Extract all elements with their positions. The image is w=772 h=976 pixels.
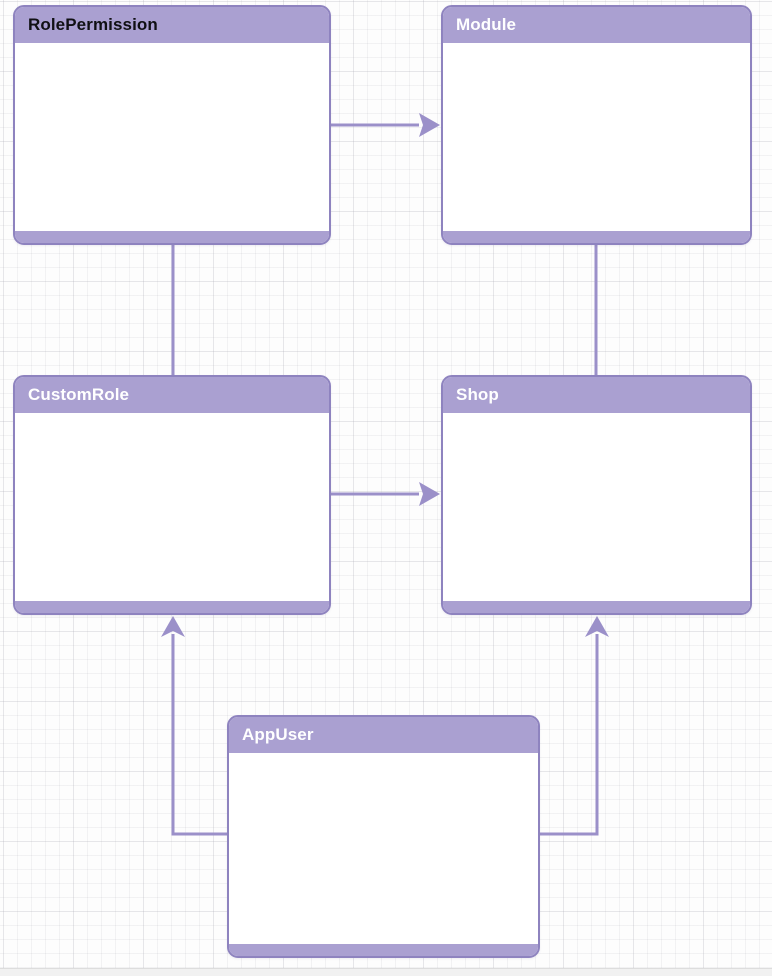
- entity-title-customrole: CustomRole: [15, 377, 329, 413]
- arrowhead-up-icon: [585, 616, 609, 637]
- entity-footer-module: [443, 231, 750, 243]
- edge-line: [540, 634, 599, 836]
- entity-title-appuser: AppUser: [229, 717, 538, 753]
- entity-body-appuser: [229, 753, 538, 944]
- entity-body-customrole: [15, 413, 329, 601]
- edge-rolepermission-to-module: [331, 113, 440, 137]
- entity-title-shop: Shop: [443, 377, 750, 413]
- entity-body-module: [443, 43, 750, 231]
- entity-rolepermission[interactable]: RolePermission: [13, 5, 331, 245]
- entity-body-rolepermission: [15, 43, 329, 231]
- entity-footer-shop: [443, 601, 750, 613]
- edge-line: [171, 634, 227, 836]
- edge-appuser-to-shop: [540, 616, 609, 836]
- entity-footer-appuser: [229, 944, 538, 956]
- edge-customrole-to-shop: [331, 482, 440, 506]
- entity-footer-rolepermission: [15, 231, 329, 243]
- entity-appuser[interactable]: AppUser: [227, 715, 540, 958]
- entity-module[interactable]: Module: [441, 5, 752, 245]
- arrowhead-right-icon: [419, 482, 440, 506]
- bottom-status-strip: [0, 968, 772, 976]
- arrowhead-up-icon: [161, 616, 185, 637]
- entity-footer-customrole: [15, 601, 329, 613]
- entity-title-module: Module: [443, 7, 750, 43]
- entity-shop[interactable]: Shop: [441, 375, 752, 615]
- entity-customrole[interactable]: CustomRole: [13, 375, 331, 615]
- entity-body-shop: [443, 413, 750, 601]
- entity-title-rolepermission: RolePermission: [15, 7, 329, 43]
- edge-appuser-to-customrole: [161, 616, 227, 836]
- arrowhead-right-icon: [419, 113, 440, 137]
